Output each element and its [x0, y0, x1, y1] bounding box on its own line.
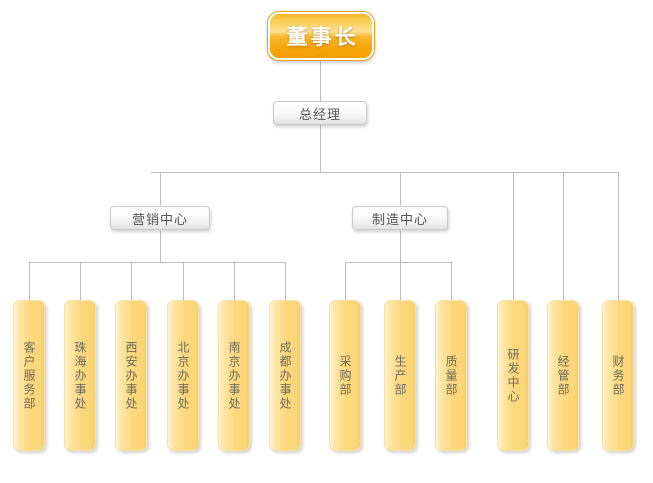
connector-drop-marketing-center	[160, 172, 161, 205]
connector-drop-production-dept	[400, 262, 401, 300]
connector-drop-beijing-office	[183, 262, 184, 300]
node-chengdu-office[interactable]: 成都办事处	[269, 300, 301, 451]
connector-root-to-manager	[320, 60, 321, 101]
node-nanjing-office-label: 南京办事处	[227, 340, 241, 411]
connector-drop-chengdu-office	[285, 262, 286, 300]
node-finance-dept-label: 财务部	[611, 354, 625, 397]
node-marketing-center-label: 营销中心	[131, 212, 188, 228]
node-purchasing-dept[interactable]: 采购部	[329, 300, 361, 451]
node-marketing-center[interactable]: 营销中心	[110, 206, 210, 230]
node-purchasing-dept-label: 采购部	[338, 354, 352, 397]
node-manufacturing-center-label: 制造中心	[371, 212, 428, 228]
node-chairman[interactable]: 董事长	[268, 12, 374, 60]
connector-marketing-stem	[160, 231, 161, 262]
node-customer-service-dept[interactable]: 客户服务部	[13, 300, 45, 451]
connector-drop-xian-office	[131, 262, 132, 300]
node-management-dept[interactable]: 经管部	[547, 300, 579, 451]
node-rd-center[interactable]: 研发中心	[497, 300, 529, 451]
node-general-manager-label: 总经理	[298, 107, 341, 123]
connector-drop-management-dept	[563, 172, 564, 300]
node-rd-center-label: 研发中心	[506, 347, 520, 404]
node-quality-dept[interactable]: 质量部	[435, 300, 467, 451]
connector-drop-purchasing-dept	[345, 262, 346, 300]
node-quality-dept-label: 质量部	[444, 354, 458, 397]
connector-manufacturing-stem	[400, 231, 401, 262]
connector-drop-finance-dept	[618, 172, 619, 300]
node-production-dept-label: 生产部	[393, 354, 407, 397]
node-production-dept[interactable]: 生产部	[384, 300, 416, 451]
node-xian-office[interactable]: 西安办事处	[115, 300, 147, 451]
node-chengdu-office-label: 成都办事处	[278, 340, 292, 411]
node-beijing-office-label: 北京办事处	[176, 340, 190, 411]
node-general-manager[interactable]: 总经理	[273, 101, 367, 125]
connector-drop-manufacturing-center	[400, 172, 401, 205]
node-chairman-label: 董事长	[286, 25, 359, 49]
connector-drop-customer-service	[29, 262, 30, 300]
node-manufacturing-center[interactable]: 制造中心	[352, 206, 448, 230]
connector-manager-stem	[320, 124, 321, 172]
node-customer-service-dept-label: 客户服务部	[22, 340, 36, 411]
connector-drop-rd-center	[513, 172, 514, 300]
connector-marketing-bus	[29, 262, 286, 263]
node-management-dept-label: 经管部	[556, 354, 570, 397]
connector-drop-nanjing-office	[234, 262, 235, 300]
connector-drop-quality-dept	[451, 262, 452, 300]
node-zhuhai-office[interactable]: 珠海办事处	[64, 300, 96, 451]
node-zhuhai-office-label: 珠海办事处	[73, 340, 87, 411]
connector-main-bus	[151, 172, 619, 173]
node-beijing-office[interactable]: 北京办事处	[167, 300, 199, 451]
connector-drop-zhuhai-office	[80, 262, 81, 300]
node-xian-office-label: 西安办事处	[124, 340, 138, 411]
node-finance-dept[interactable]: 财务部	[602, 300, 634, 451]
node-nanjing-office[interactable]: 南京办事处	[218, 300, 250, 451]
connector-manufacturing-bus	[345, 262, 451, 263]
